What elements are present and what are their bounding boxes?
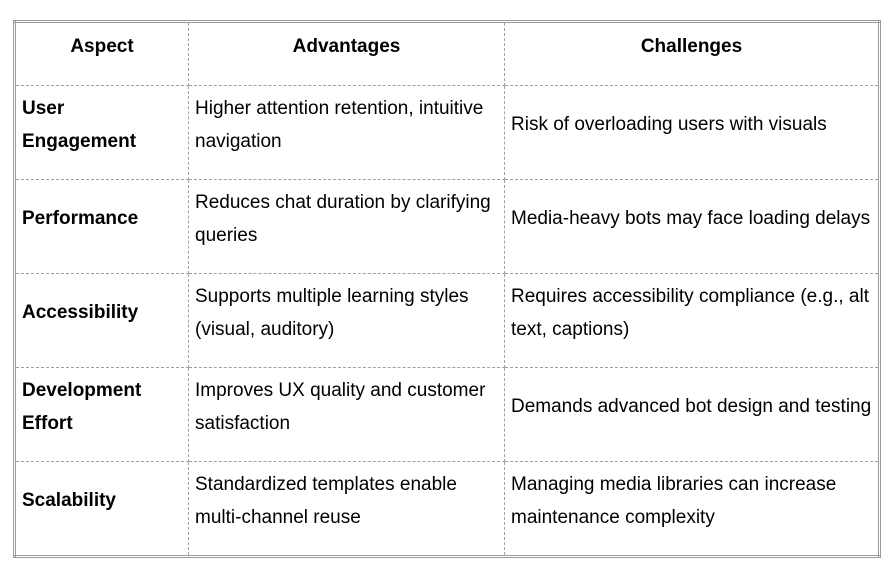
header-row: Aspect Advantages Challenges bbox=[14, 21, 880, 86]
challenges-cell: Media-heavy bots may face loading delays bbox=[504, 179, 880, 274]
header-aspect: Aspect bbox=[14, 21, 189, 86]
header-challenges: Challenges bbox=[504, 21, 880, 86]
aspect-cell: Performance bbox=[14, 179, 189, 274]
aspect-cell: Scalability bbox=[14, 461, 189, 557]
aspect-cell: Accessibility bbox=[14, 273, 189, 368]
advantages-cell: Supports multiple learning styles (visua… bbox=[188, 273, 505, 368]
advantages-cell: Higher attention retention, intuitive na… bbox=[188, 85, 505, 180]
aspect-cell: User Engagement bbox=[14, 85, 189, 180]
challenges-cell: Managing media libraries can increase ma… bbox=[504, 461, 880, 557]
table-row: User Engagement Higher attention retenti… bbox=[14, 85, 880, 180]
challenges-cell: Requires accessibility compliance (e.g.,… bbox=[504, 273, 880, 368]
header-advantages: Advantages bbox=[188, 21, 505, 86]
challenges-cell: Risk of overloading users with visuals bbox=[504, 85, 880, 180]
aspect-cell: Development Effort bbox=[14, 367, 189, 462]
table-row: Development Effort Improves UX quality a… bbox=[14, 367, 880, 462]
table-row: Accessibility Supports multiple learning… bbox=[14, 273, 880, 368]
table-row: Scalability Standardized templates enabl… bbox=[14, 461, 880, 557]
advantages-cell: Reduces chat duration by clarifying quer… bbox=[188, 179, 505, 274]
advantages-cell: Improves UX quality and customer satisfa… bbox=[188, 367, 505, 462]
table-row: Performance Reduces chat duration by cla… bbox=[14, 179, 880, 274]
challenges-cell: Demands advanced bot design and testing bbox=[504, 367, 880, 462]
advantages-cell: Standardized templates enable multi-chan… bbox=[188, 461, 505, 557]
comparison-table: Aspect Advantages Challenges User Engage… bbox=[13, 20, 881, 558]
